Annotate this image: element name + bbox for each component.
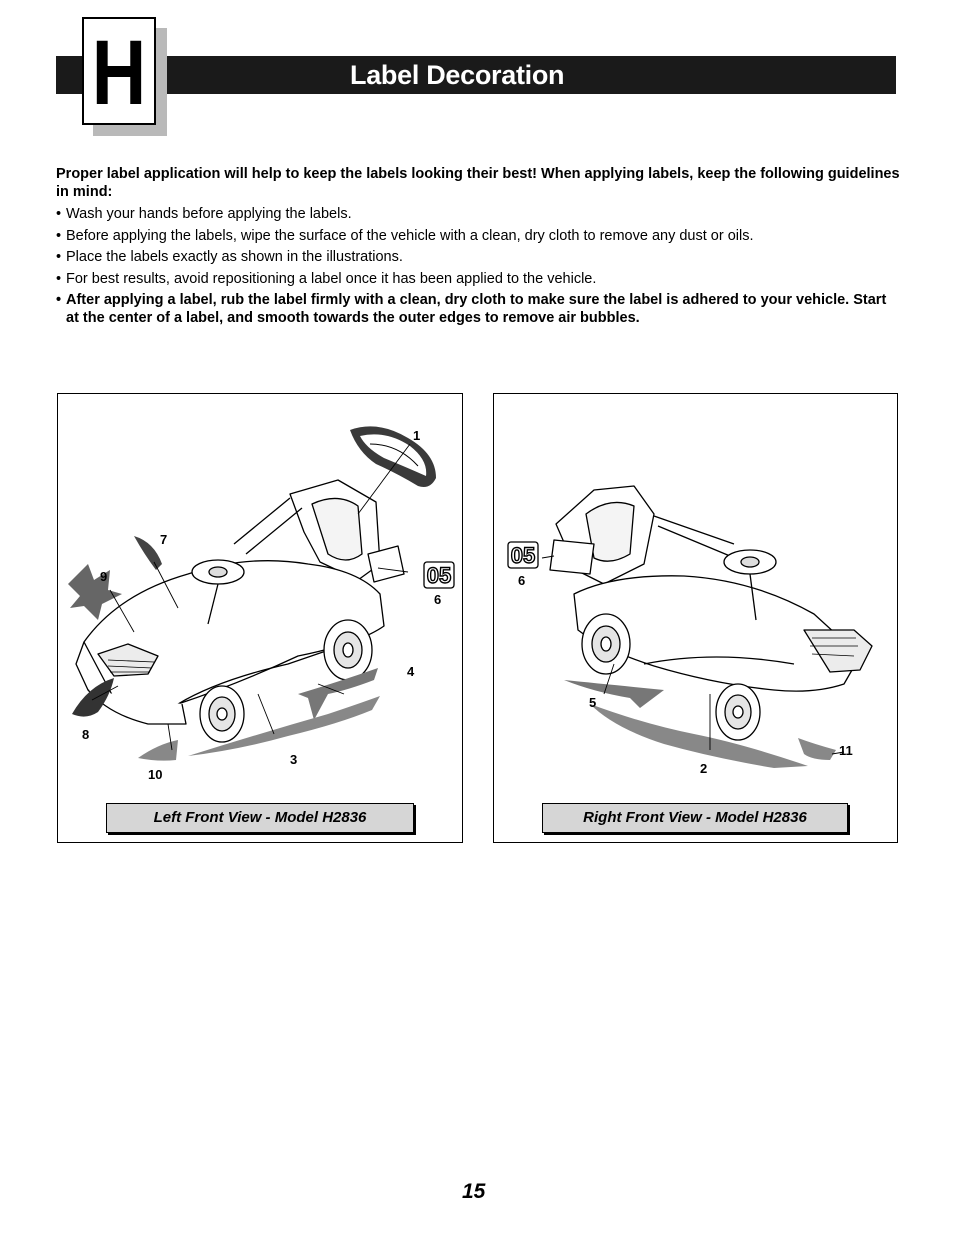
callout-1: 1 (413, 428, 421, 443)
intro-lead: Proper label application will help to ke… (56, 166, 900, 200)
list-item: For best results, avoid repositioning a … (56, 271, 901, 289)
figure-left-front-view: 05 1 7 9 6 4 8 3 10 Left Front View - Mo… (57, 393, 463, 843)
figure-caption: Right Front View - Model H2836 (542, 803, 848, 833)
list-item: Wash your hands before applying the labe… (56, 206, 901, 224)
header-bar-left (56, 56, 82, 94)
number-badge: 05 (423, 561, 455, 589)
callout-4: 4 (407, 664, 415, 679)
go-kart-illustration-left: 05 (68, 426, 455, 761)
figure-caption: Left Front View - Model H2836 (106, 803, 414, 833)
section-tab: H (82, 17, 156, 125)
go-kart-illustration-right: 05 (507, 485, 873, 768)
guidelines-list: Wash your hands before applying the labe… (56, 206, 901, 327)
number-badge: 05 (507, 541, 539, 569)
callout-3: 3 (290, 752, 298, 767)
badge-text: 05 (427, 563, 451, 588)
callout-11: 11 (839, 743, 853, 758)
badge-text: 05 (511, 543, 535, 568)
callout-2: 2 (700, 761, 708, 776)
figure-right-front-view: 05 6 5 11 2 Right Front View - Model H28… (493, 393, 898, 843)
header-bar: Label Decoration (167, 56, 896, 94)
list-item: Before applying the labels, wipe the sur… (56, 228, 901, 246)
callout-5: 5 (589, 695, 597, 710)
intro-text: Proper label application will help to ke… (56, 166, 901, 331)
page-title: Label Decoration (350, 60, 565, 90)
callout-9: 9 (100, 569, 108, 584)
callout-10: 10 (148, 767, 163, 782)
callout-6: 6 (518, 573, 526, 588)
callout-8: 8 (82, 727, 90, 742)
page-number: 15 (462, 1180, 486, 1203)
list-item: After applying a label, rub the label fi… (56, 292, 901, 327)
list-item: Place the labels exactly as shown in the… (56, 249, 901, 267)
callout-6: 6 (434, 592, 442, 607)
callout-7: 7 (160, 532, 168, 547)
section-letter: H (91, 22, 147, 124)
